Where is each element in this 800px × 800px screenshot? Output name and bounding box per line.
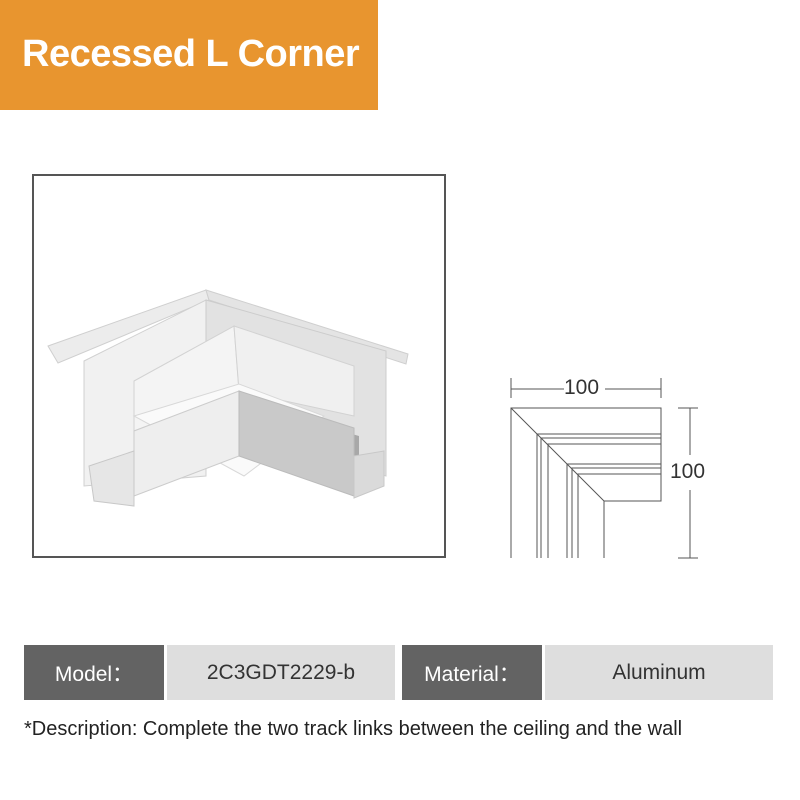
width-dimension: 100 bbox=[564, 376, 600, 400]
title-banner: Recessed L Corner bbox=[0, 0, 378, 110]
product-photo bbox=[32, 174, 446, 558]
dimension-drawing-icon bbox=[510, 378, 698, 559]
material-label: Material： bbox=[402, 645, 542, 700]
page-title: Recessed L Corner bbox=[22, 33, 360, 75]
model-value: 2C3GDT2229-b bbox=[167, 645, 395, 700]
model-label: Model： bbox=[24, 645, 164, 700]
dimension-drawing: 100 100 bbox=[490, 360, 730, 570]
l-corner-render-icon bbox=[47, 289, 409, 507]
description-text: *Description: Complete the two track lin… bbox=[24, 718, 683, 740]
height-dimension: 100 bbox=[670, 460, 706, 484]
material-value: Aluminum bbox=[545, 645, 773, 700]
